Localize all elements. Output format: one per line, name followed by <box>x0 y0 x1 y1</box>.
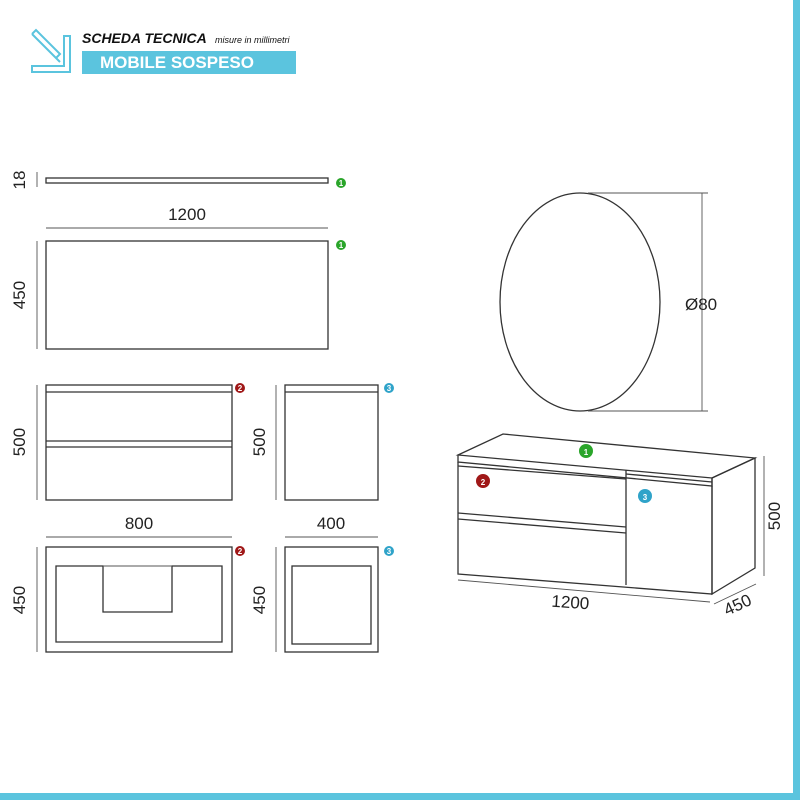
door-unit-front: 500 3 <box>250 383 394 501</box>
drawer-unit-plan: 800 450 2 <box>10 514 245 653</box>
product-name: MOBILE SOSPESO <box>100 53 254 72</box>
badge-1-label: 1 <box>339 179 344 188</box>
badge-3 <box>384 546 394 556</box>
badge-3-label: 3 <box>643 493 648 502</box>
badge-2-label: 2 <box>238 547 243 556</box>
badge-1-label: 1 <box>584 448 589 457</box>
drawer-width-label: 800 <box>125 514 153 533</box>
badge-2 <box>235 383 245 393</box>
door-depth-label: 450 <box>250 586 269 614</box>
mirror-diameter-label: Ø80 <box>685 295 717 314</box>
top-thickness-label: 18 <box>10 171 29 190</box>
assembly-depth-label: 450 <box>721 590 755 619</box>
badge-2-label: 2 <box>481 478 486 487</box>
badge-3 <box>638 489 652 503</box>
assembled-cabinet-perspective: 500 1200 450 1 2 3 <box>455 433 784 620</box>
round-mirror: Ø80 <box>499 192 717 412</box>
assembly-width-label: 1200 <box>551 592 590 614</box>
product-banner <box>82 51 296 74</box>
drawer-depth-label: 450 <box>10 586 29 614</box>
badge-2 <box>476 474 490 488</box>
badge-1 <box>579 444 593 458</box>
drawer-unit-front: 500 2 <box>10 383 245 501</box>
badge-1 <box>336 178 346 188</box>
top-side-view: 18 1 <box>10 171 346 190</box>
accent-border-right <box>793 0 800 800</box>
badge-3-label: 3 <box>387 547 392 556</box>
door-width-label: 400 <box>317 514 345 533</box>
ruler-pencil-icon <box>31 28 71 73</box>
badge-3-label: 3 <box>387 384 392 393</box>
drawer-height-label: 500 <box>10 428 29 456</box>
assembly-height-label: 500 <box>765 502 784 530</box>
badge-1-label: 1 <box>339 241 344 250</box>
door-height-label: 500 <box>250 428 269 456</box>
top-width-label: 1200 <box>168 205 206 224</box>
door-unit-plan: 400 450 3 <box>250 514 394 653</box>
top-depth-label: 450 <box>10 281 29 309</box>
badge-1 <box>336 240 346 250</box>
badge-3 <box>384 383 394 393</box>
header-title: SCHEDA TECNICA <box>82 30 207 46</box>
badge-2-label: 2 <box>238 384 243 393</box>
accent-border-bottom <box>0 793 800 800</box>
top-plan-view: 1200 450 1 <box>10 205 346 350</box>
header-subtitle: misure in millimetri <box>215 35 291 45</box>
badge-2 <box>235 546 245 556</box>
